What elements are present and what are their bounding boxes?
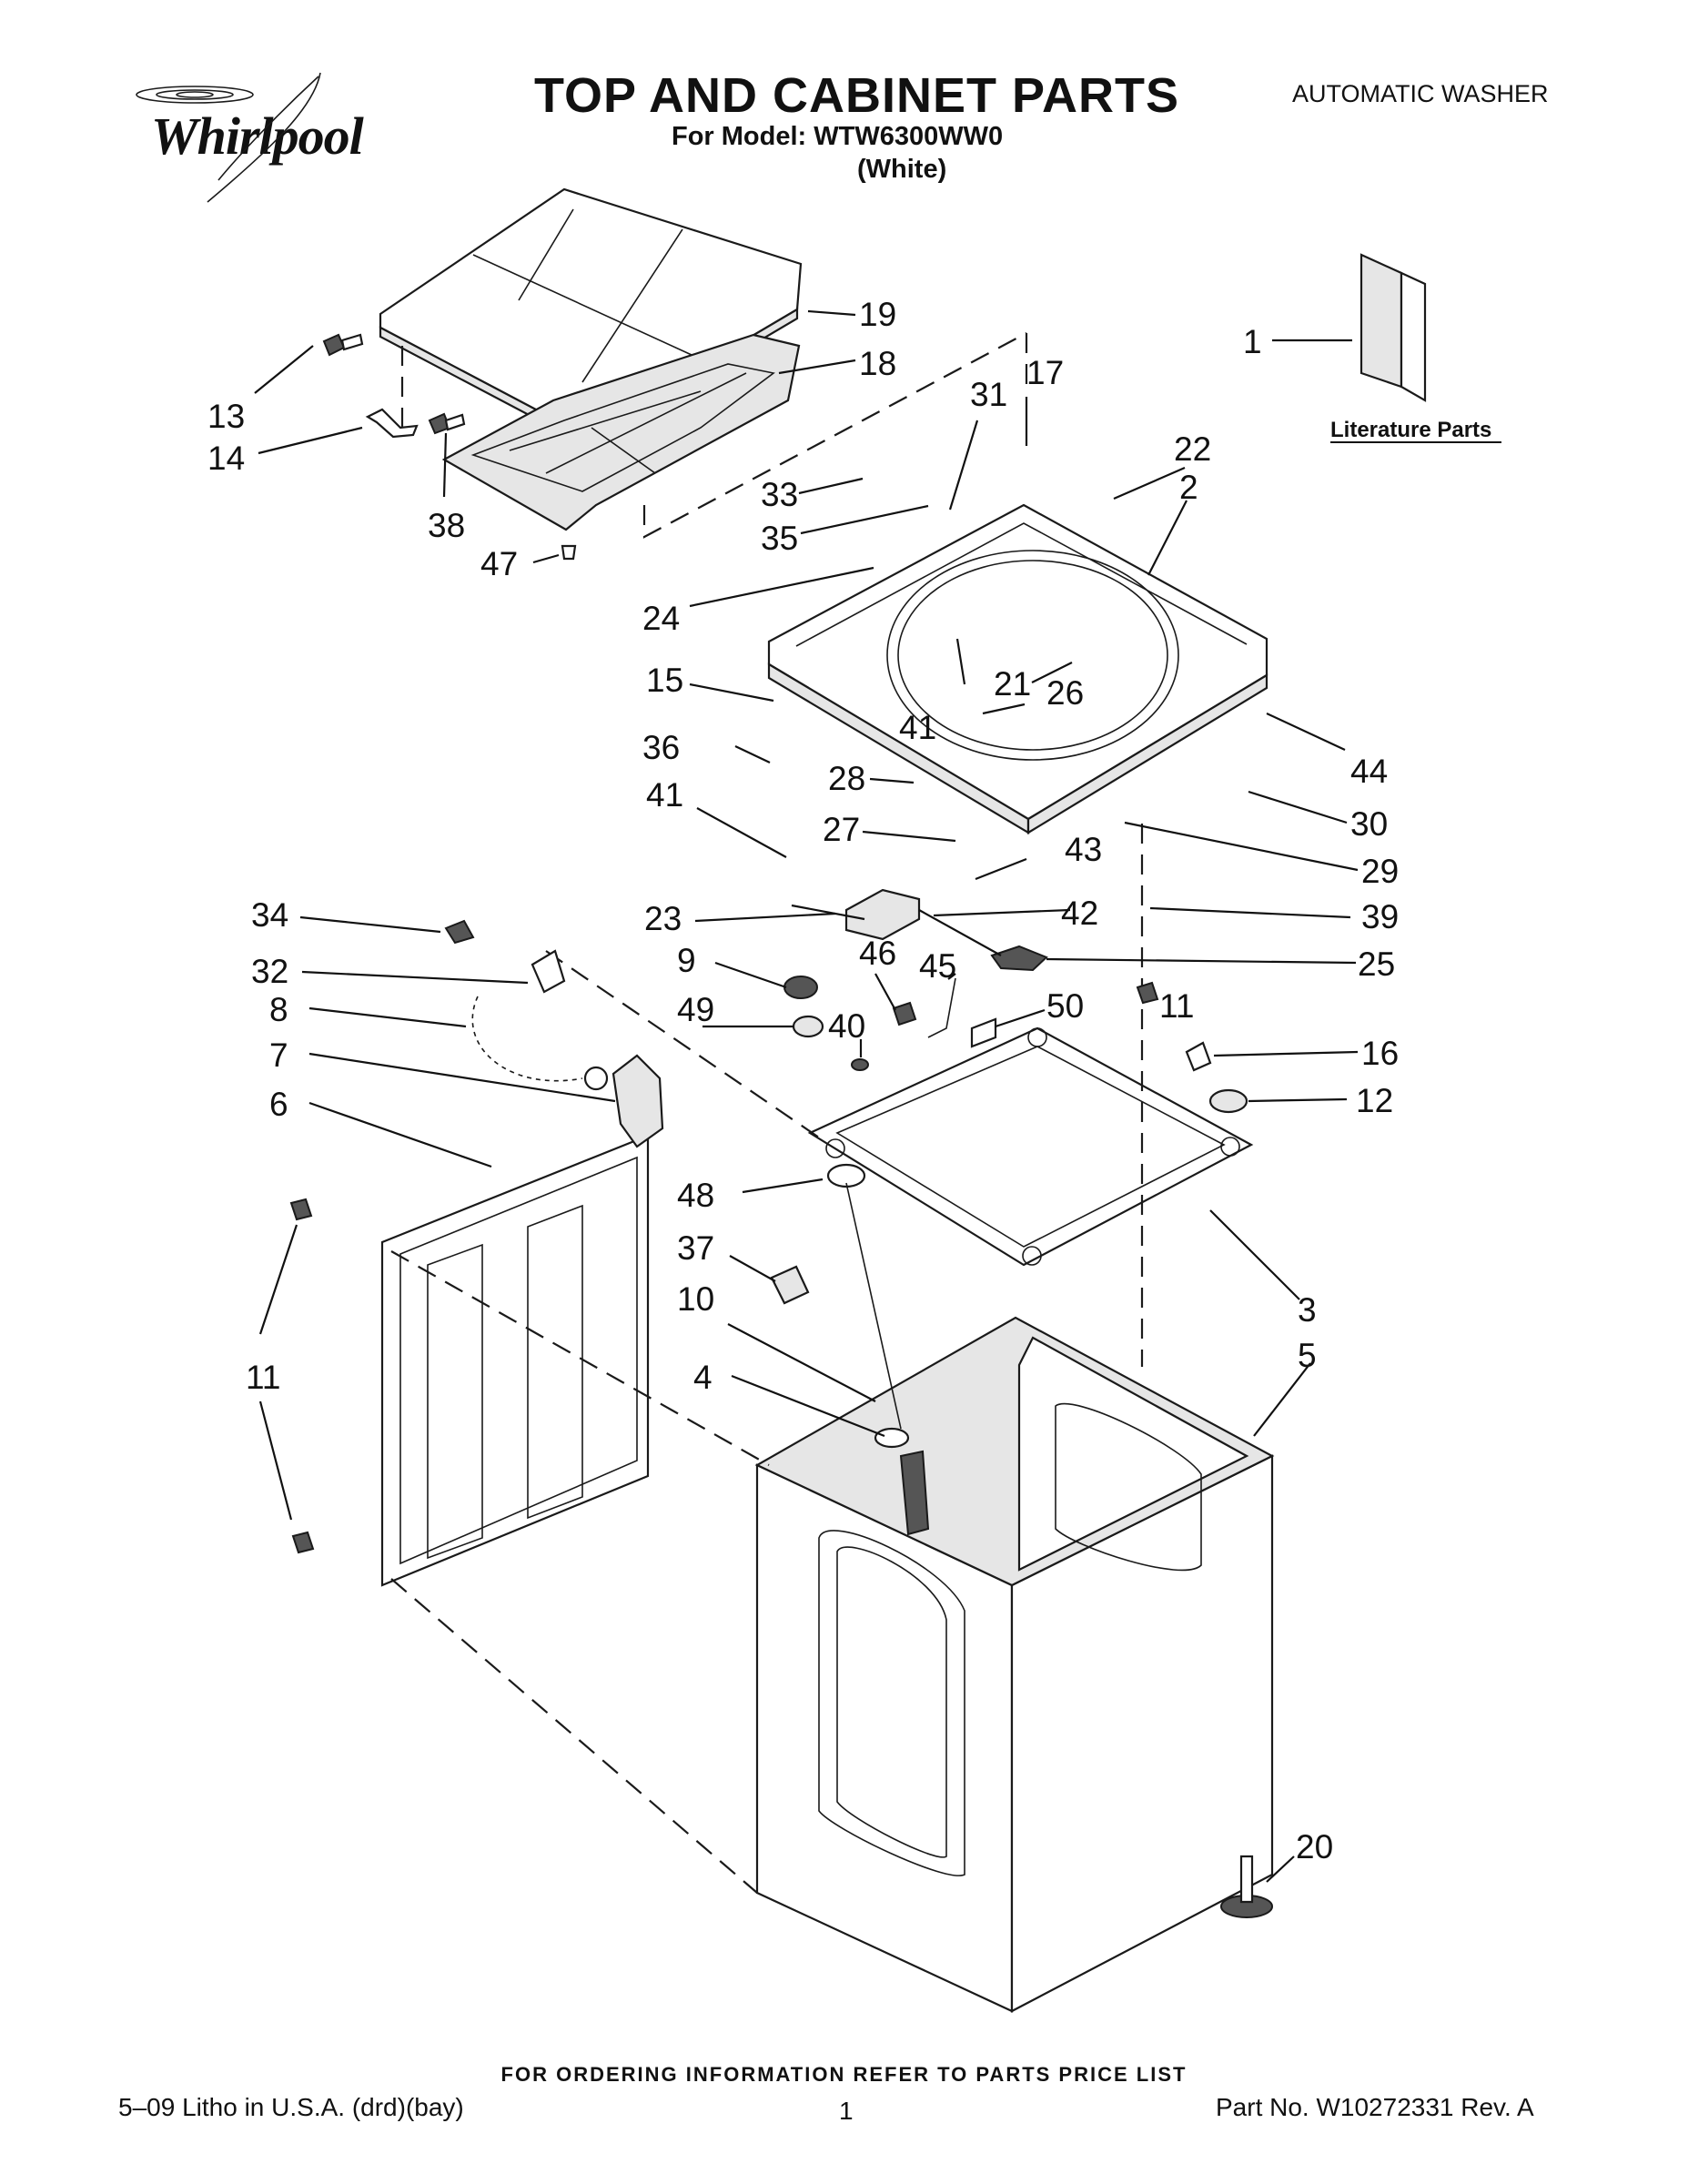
callout-1: 1 [1243, 323, 1262, 360]
callout-labels: 1 2 3 4 5 6 7 8 9 10 11 11 12 13 14 15 1… [207, 296, 1399, 1866]
callout-39: 39 [1361, 898, 1399, 935]
callout-44: 44 [1350, 753, 1388, 790]
callout-23: 23 [644, 900, 682, 937]
callout-48: 48 [677, 1177, 714, 1214]
switch-12 [1208, 1088, 1248, 1114]
callout-24: 24 [642, 600, 680, 637]
product-type: AUTOMATIC WASHER [1292, 80, 1549, 107]
spring-4 [874, 1427, 930, 1536]
callout-10: 10 [677, 1280, 714, 1318]
top-panel-part [767, 503, 1269, 834]
callout-21: 21 [994, 665, 1031, 703]
lid-screw-38 [428, 412, 466, 435]
callout-47: 47 [480, 545, 518, 582]
callout-7: 7 [269, 1036, 288, 1074]
callout-4: 4 [693, 1359, 713, 1396]
callout-6: 6 [269, 1086, 288, 1123]
callout-25: 25 [1358, 945, 1395, 983]
bead-chain-8 [471, 996, 609, 1091]
base-frame-part [807, 1026, 1254, 1267]
callout-15: 15 [646, 662, 683, 699]
knob-49 [792, 1015, 824, 1038]
tag-50 [970, 1017, 997, 1048]
callout-31: 31 [970, 376, 1007, 413]
color-line: (White) [857, 155, 947, 184]
callout-37: 37 [677, 1229, 714, 1267]
callout-36: 36 [642, 729, 680, 766]
callout-41-left: 41 [646, 776, 683, 814]
callout-27: 27 [823, 811, 860, 848]
callout-30: 30 [1350, 805, 1388, 843]
screw-11-right [1136, 981, 1159, 1005]
callout-17: 17 [1026, 354, 1064, 391]
callout-28: 28 [828, 760, 865, 797]
callout-42: 42 [1061, 895, 1098, 932]
rear-panel-part [380, 1134, 650, 1587]
knob-9 [783, 976, 818, 999]
callout-19: 19 [859, 296, 896, 333]
bleach-dispenser-25 [918, 909, 1048, 972]
nut-40 [851, 1058, 869, 1071]
literature-parts-booklet-icon [1359, 253, 1427, 402]
ordering-note: FOR ORDERING INFORMATION REFER TO PARTS … [500, 2063, 1188, 2086]
callout-18: 18 [859, 345, 896, 382]
page-title-text: TOP AND CABINET PARTS [533, 68, 1180, 123]
litho-line: 5–09 Litho in U.S.A. (drd)(bay) [118, 2093, 464, 2121]
callout-9: 9 [677, 942, 696, 979]
callout-14: 14 [207, 440, 245, 477]
callout-34: 34 [251, 896, 288, 934]
callout-16: 16 [1361, 1035, 1399, 1072]
grommet-48 [826, 1163, 866, 1188]
callout-11-cabinet: 11 [246, 1359, 280, 1396]
callout-32: 32 [251, 953, 288, 990]
leveling-leg-20 [1220, 1855, 1273, 1918]
lid-screw-13 [322, 333, 364, 357]
lid-switch-23 [791, 888, 921, 941]
callout-41-center: 41 [899, 709, 936, 746]
callout-leaders [254, 309, 1359, 1883]
clip-16 [1185, 1041, 1212, 1072]
callout-8: 8 [269, 991, 288, 1028]
callout-38: 38 [428, 507, 465, 544]
callout-13: 13 [207, 398, 245, 435]
whirlpool-swirl-icon [136, 72, 321, 203]
callout-43: 43 [1065, 831, 1102, 868]
callout-5: 5 [1298, 1337, 1317, 1374]
part-number: Part No. W10272331 Rev. A [1216, 2093, 1534, 2121]
cabinet-part [754, 1316, 1275, 2013]
callout-50: 50 [1046, 987, 1084, 1025]
harness-bracket-7 [612, 1054, 664, 1148]
callout-22: 22 [1174, 430, 1211, 468]
callout-33: 33 [761, 476, 798, 513]
screw-46 [892, 1001, 917, 1026]
screw-34 [444, 919, 475, 945]
callout-20: 20 [1296, 1828, 1333, 1866]
clip-37 [770, 1265, 810, 1305]
cabinet-screw-11-lower [291, 1531, 315, 1554]
callout-46: 46 [859, 935, 896, 972]
lid-bumper-47 [561, 544, 577, 561]
callout-49: 49 [677, 991, 714, 1028]
lid-hinge-pin-14 [365, 408, 419, 439]
callout-40: 40 [828, 1007, 865, 1045]
wire-45 [927, 977, 956, 1038]
callout-29: 29 [1361, 853, 1399, 890]
bracket-32 [531, 949, 566, 994]
page-number: 1 [839, 2097, 854, 2125]
callout-12: 12 [1356, 1082, 1393, 1119]
callout-2: 2 [1179, 469, 1198, 506]
spring-rod-10 [845, 1182, 902, 1430]
callout-11-right: 11 [1159, 987, 1194, 1025]
callout-3: 3 [1298, 1291, 1317, 1329]
callout-35: 35 [761, 520, 798, 557]
page-title: TOP AND CABINET PARTS [0, 67, 1688, 124]
model-line: For Model: WTW6300WW0 [672, 122, 1004, 151]
lid-frame-part [441, 333, 801, 531]
cabinet-screw-11-upper [289, 1198, 313, 1221]
callout-26: 26 [1046, 674, 1084, 712]
callout-45: 45 [919, 947, 956, 985]
literature-parts-label: Literature Parts [1330, 418, 1491, 442]
